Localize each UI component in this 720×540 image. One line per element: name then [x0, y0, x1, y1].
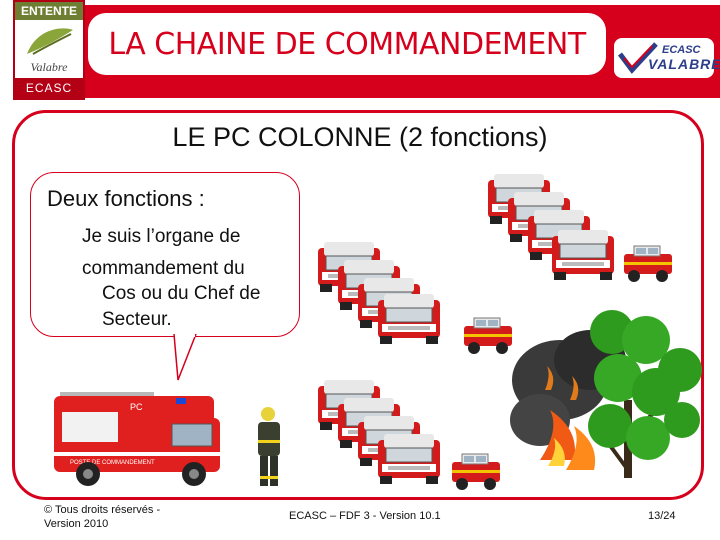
footer-center-text: ECASC – FDF 3 - Version 10.1	[289, 510, 441, 522]
footer-copyright: © Tous droits réservés -	[44, 504, 160, 516]
truck-group-middle	[318, 242, 440, 344]
page-number: 13/24	[648, 510, 676, 522]
command-van: POSTE DE COMMANDEMENT PC	[54, 392, 220, 486]
jeep-icon-middle	[464, 318, 512, 354]
footer-version: Version 2010	[44, 518, 108, 530]
truck-group-bottom	[318, 380, 440, 484]
truck-group-top	[488, 174, 614, 280]
firefighter-icon	[258, 407, 280, 486]
tree-icon	[588, 310, 702, 478]
jeep-icon-bottom	[452, 454, 500, 490]
jeep-icon	[624, 246, 672, 282]
van-pc-label: PC	[130, 402, 143, 412]
